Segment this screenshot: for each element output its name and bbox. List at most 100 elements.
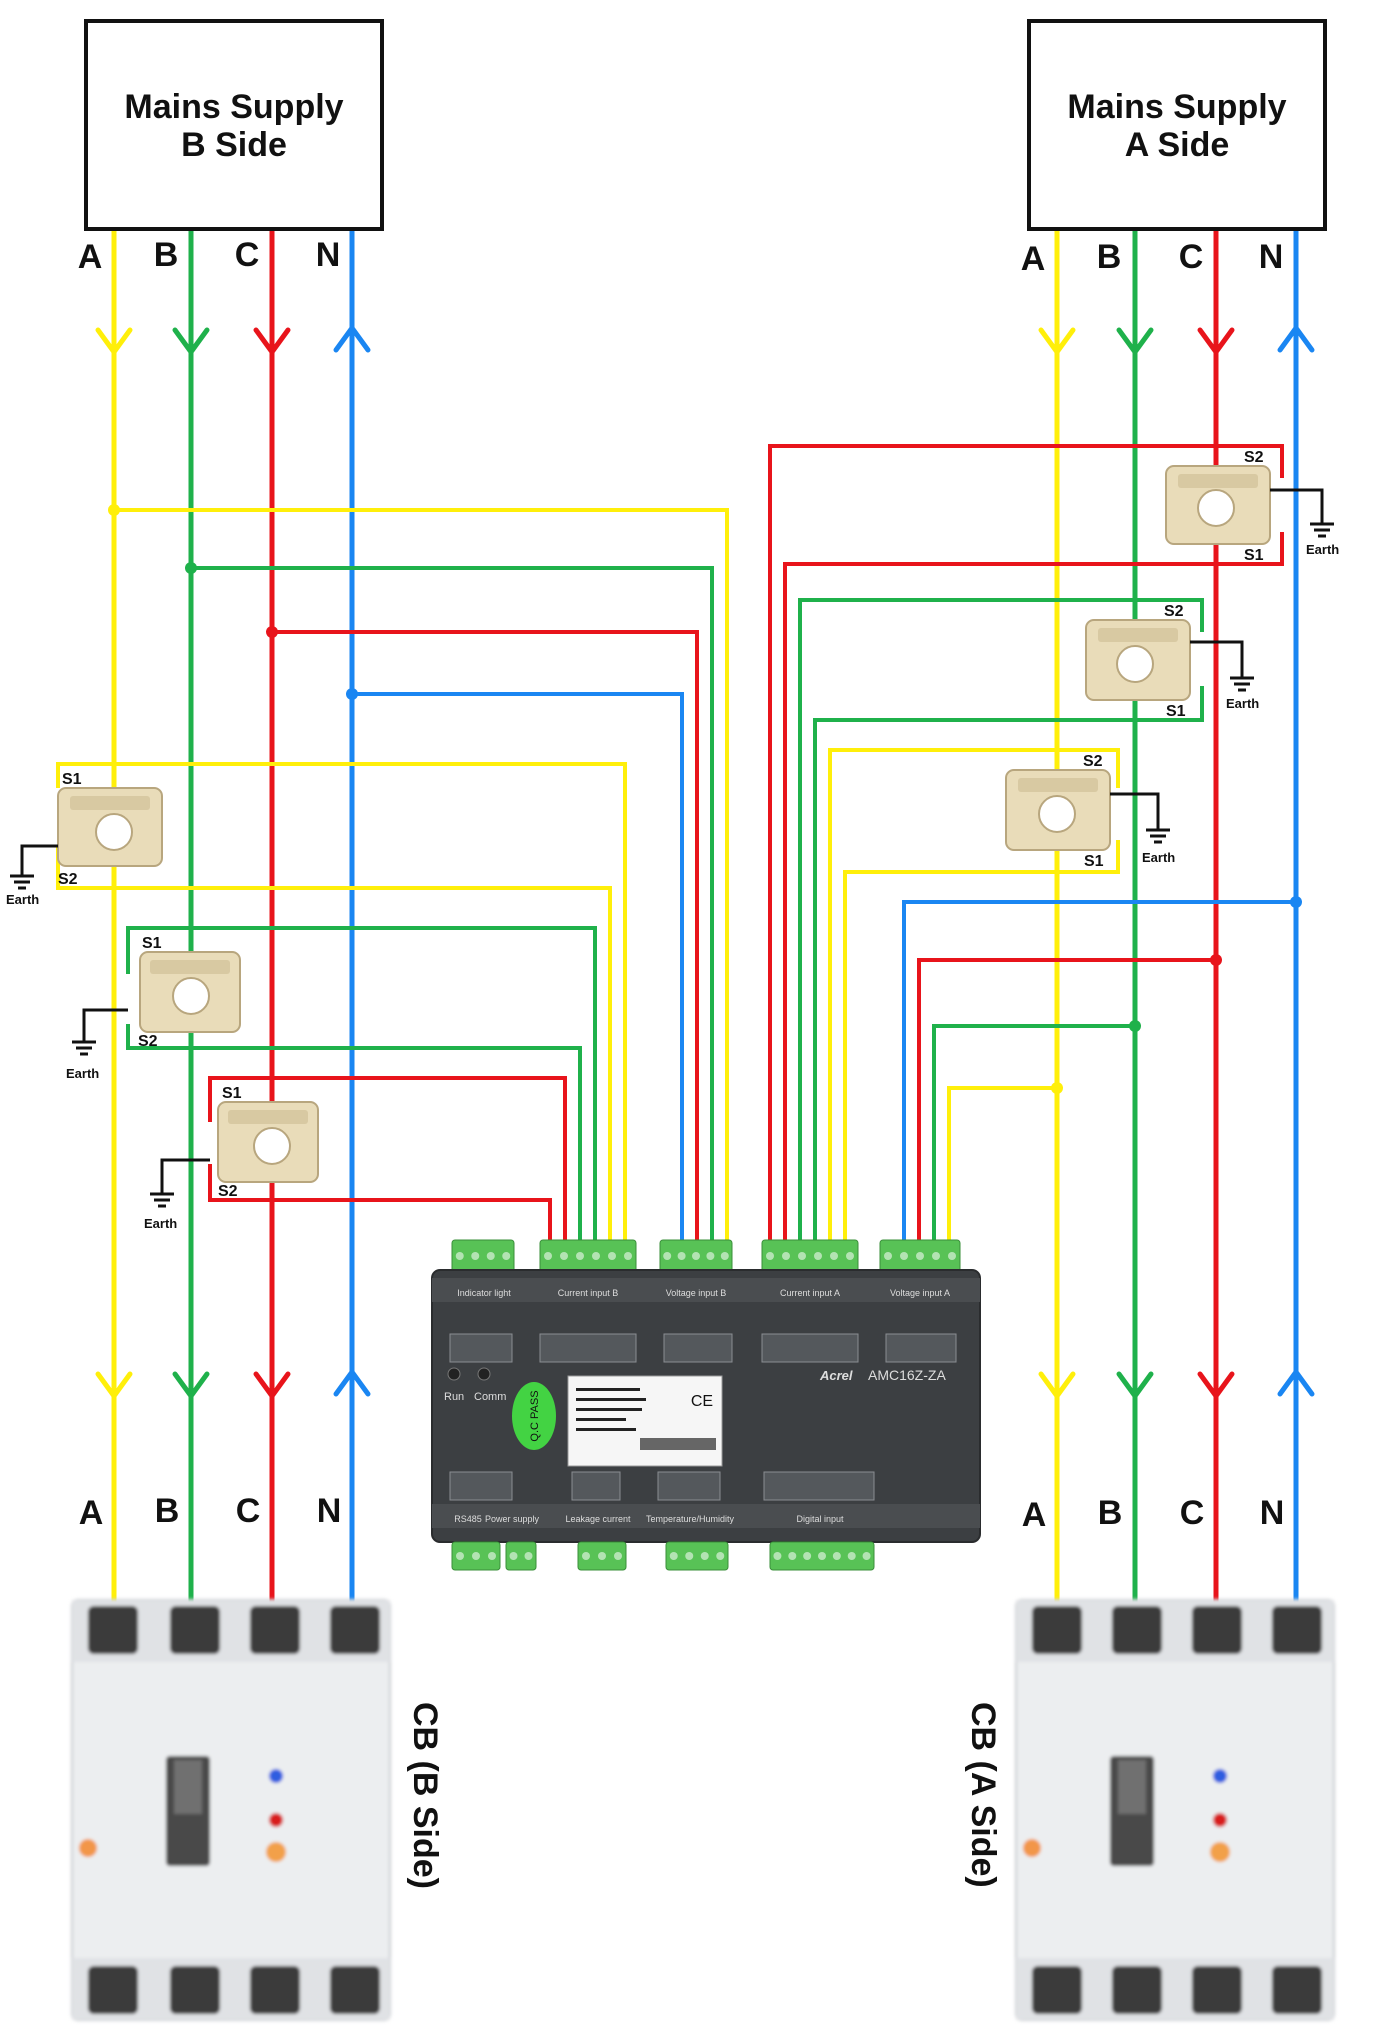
meter-brand: Acrel xyxy=(819,1368,853,1383)
junction-dot xyxy=(185,562,197,574)
ct-s2-label: S2 xyxy=(1244,449,1264,466)
meter-amc16z-za: Indicator light Current input B Voltage … xyxy=(431,1239,981,1571)
ct-s2-label: S2 xyxy=(138,1033,158,1050)
terminal-screw-icon xyxy=(818,1552,826,1560)
terminal-screw-icon xyxy=(916,1252,924,1260)
mains-supply-b-side: Mains Supply B Side xyxy=(84,19,384,231)
junction-dot xyxy=(1210,954,1222,966)
earth-label: Earth xyxy=(66,1066,99,1081)
terminal-screw-icon xyxy=(624,1252,632,1260)
arrow-up-icon xyxy=(1277,1369,1315,1397)
ce-mark: CE xyxy=(691,1393,713,1410)
current-transformer-b-side-a: S1 S2 Earth xyxy=(6,771,163,907)
terminal-screw-icon xyxy=(663,1252,672,1260)
junction-dot xyxy=(266,626,278,638)
group-label-voltage-b: Voltage input B xyxy=(666,1288,727,1298)
terminal-screw-icon xyxy=(592,1252,600,1260)
group-label-leakage: Leakage current xyxy=(565,1514,631,1524)
terminal-screw-icon xyxy=(509,1552,518,1560)
earth-label: Earth xyxy=(1226,696,1259,711)
run-led-icon xyxy=(447,1367,461,1381)
terminal-screw-icon xyxy=(720,1252,729,1260)
earth-label: Earth xyxy=(1142,850,1175,865)
earth-label: Earth xyxy=(144,1216,177,1231)
junction-dot xyxy=(346,688,358,700)
supply-a-line2: A Side xyxy=(1125,126,1230,164)
phase-label-b: B xyxy=(154,236,179,274)
voltage-tap-b-side-c xyxy=(272,630,699,1240)
terminal-screw-icon xyxy=(472,1552,480,1560)
current-transformer-b-side-c: S1 S2 Earth xyxy=(144,1085,319,1231)
ct-wire-a-side-c-s2 xyxy=(768,444,1284,1240)
comm-led-icon xyxy=(477,1367,491,1381)
phase-label-c: C xyxy=(236,1492,261,1530)
arrow-down-icon xyxy=(253,327,291,355)
ct-wire-b-side-a-s2 xyxy=(56,846,612,1240)
terminal-screw-icon xyxy=(706,1252,715,1260)
phase-label-n: N xyxy=(316,236,341,274)
phase-label-c: C xyxy=(1179,238,1204,276)
meter-model: AMC16Z-ZA xyxy=(868,1367,946,1383)
group-label-current-a: Current input A xyxy=(780,1288,840,1298)
terminal-screw-icon xyxy=(455,1252,464,1260)
ct-wire-b-side-a-s1 xyxy=(56,762,627,1240)
voltage-tap-b-side-a xyxy=(114,508,729,1240)
current-transformer-b-side-b: S1 S2 Earth xyxy=(66,935,241,1081)
earth-label: Earth xyxy=(1306,542,1339,557)
qc-pass-sticker xyxy=(512,1382,556,1450)
group-label-rs485: RS485 xyxy=(454,1514,482,1524)
ct-wire-b-side-c-s2 xyxy=(208,1164,552,1240)
earth-icon xyxy=(1310,522,1334,538)
earth-icon xyxy=(150,1192,174,1208)
arrow-down-icon xyxy=(1038,327,1076,355)
earth-icon xyxy=(72,1040,96,1056)
earth-icon xyxy=(1146,828,1170,844)
comm-label: Comm xyxy=(474,1391,506,1403)
ct-s2-label: S2 xyxy=(218,1183,238,1200)
phase-label-a: A xyxy=(1022,1496,1047,1534)
arrow-up-icon xyxy=(333,325,371,353)
voltage-tap-a-side-c xyxy=(917,958,1216,1240)
terminal-screw-icon xyxy=(832,1552,841,1560)
terminal-screw-icon xyxy=(544,1252,552,1260)
terminal-screw-icon xyxy=(948,1252,956,1260)
terminal-screw-icon xyxy=(471,1252,480,1260)
terminal-screw-icon xyxy=(773,1552,782,1560)
current-transformer-a-side-b: S2 S1 Earth xyxy=(1085,603,1259,720)
arrow-up-icon xyxy=(1277,325,1315,353)
qc-pass-text: Q.C PASS xyxy=(529,1390,541,1441)
terminal-screw-icon xyxy=(900,1252,908,1260)
terminal-screw-icon xyxy=(884,1252,892,1260)
terminal-screw-icon xyxy=(830,1252,838,1260)
junction-dot xyxy=(1051,1082,1063,1094)
group-label-temperature: Temperature/Humidity xyxy=(646,1514,735,1524)
ct-s2-label: S2 xyxy=(1164,603,1184,620)
terminal-screw-icon xyxy=(524,1552,533,1560)
voltage-tap-a-side-a xyxy=(947,1086,1057,1240)
phase-label-b: B xyxy=(1098,1494,1123,1532)
terminal-screw-icon xyxy=(488,1552,496,1560)
ct-wire-b-side-c-s1 xyxy=(208,1076,567,1240)
arrow-down-icon xyxy=(172,327,210,355)
terminal-screw-icon xyxy=(716,1552,725,1560)
phase-label-n: N xyxy=(317,1492,342,1530)
ct-s1-label: S1 xyxy=(1244,547,1264,564)
arrow-down-icon xyxy=(172,1371,210,1399)
earth-label: Earth xyxy=(6,892,39,907)
run-label: Run xyxy=(444,1391,464,1403)
ct-s1-label: S1 xyxy=(62,771,82,788)
supply-b-line2: B Side xyxy=(181,126,287,164)
circuit-breaker-b-side: CB (B Side) xyxy=(71,1599,444,2021)
terminal-screw-icon xyxy=(560,1252,568,1260)
terminal-screw-icon xyxy=(692,1252,700,1260)
ct-wire-a-side-b-s1 xyxy=(813,686,1204,1240)
phase-label-c: C xyxy=(1180,1494,1205,1532)
arrow-down-icon xyxy=(95,327,133,355)
terminal-screw-icon xyxy=(582,1552,590,1560)
earth-icon xyxy=(1230,676,1254,692)
junction-dot xyxy=(1290,896,1302,908)
phase-label-b: B xyxy=(1097,238,1122,276)
ct-wire-a-side-c-s1 xyxy=(783,532,1284,1240)
breaker-b-label: CB (B Side) xyxy=(406,1702,444,1889)
terminal-screw-icon xyxy=(614,1552,622,1560)
